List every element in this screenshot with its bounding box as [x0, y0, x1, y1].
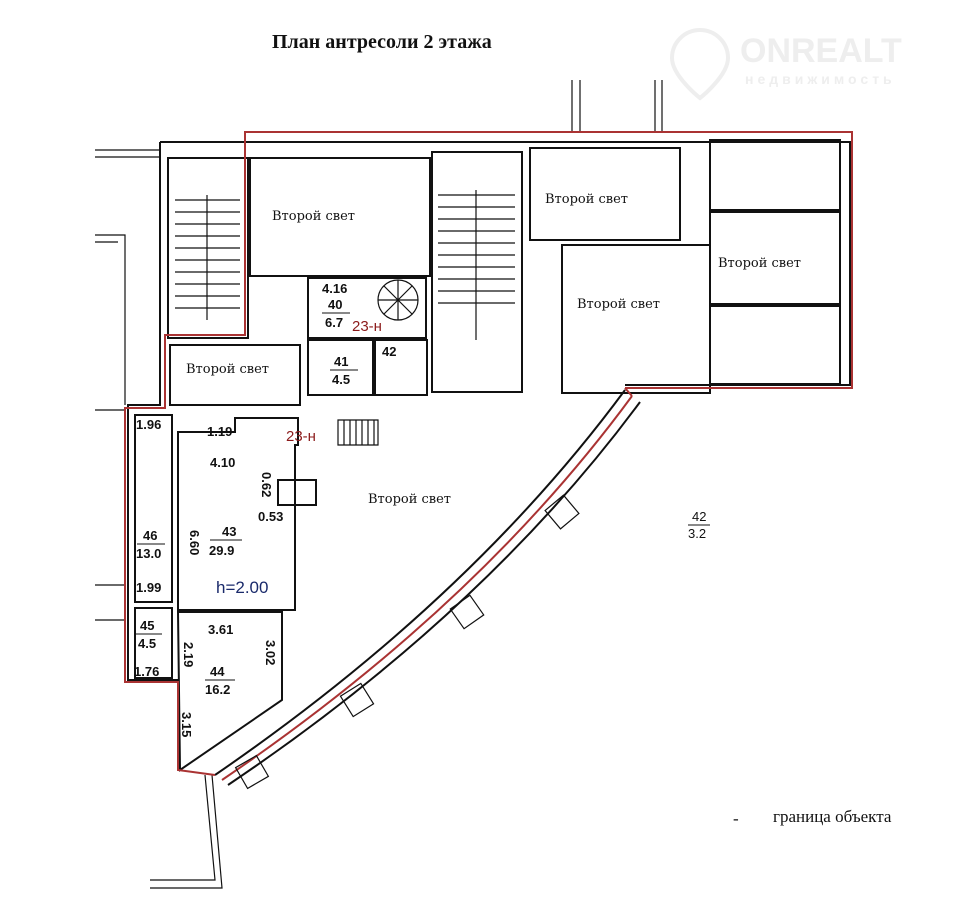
stairs [175, 190, 515, 446]
room-area: 3.2 [688, 526, 706, 541]
premise-mark: 23-н [352, 318, 382, 335]
second-light-labels: Второй свет Второй свет Второй свет Втор… [186, 192, 801, 507]
dimension: 4.16 [322, 281, 347, 296]
room-number: 45 [140, 618, 154, 633]
room-label: Второй свет [368, 492, 451, 507]
room-label: Второй свет [272, 209, 355, 224]
dimension: 1.19 [207, 424, 232, 439]
room-label: Второй свет [718, 256, 801, 271]
room-number: 43 [222, 524, 236, 539]
dimension: 0.53 [258, 509, 283, 524]
watermark-tagline: недвижимость [745, 71, 896, 87]
height-note: h=2.00 [216, 578, 268, 597]
room-area: 6.7 [325, 315, 343, 330]
room-label: Второй свет [186, 362, 269, 377]
legend-marker: - [733, 809, 739, 828]
walls [127, 139, 851, 772]
room-number: 42 [382, 344, 396, 359]
dimension: 1.99 [136, 580, 161, 595]
room-label: Второй свет [577, 297, 660, 312]
room-number: 40 [328, 297, 342, 312]
dimension: 6.60 [187, 530, 202, 555]
dimension: 3.15 [179, 712, 194, 737]
page-title: План антресоли 2 этажа [272, 31, 492, 53]
room-label: Второй свет [545, 192, 628, 207]
dimension: 2.19 [181, 642, 196, 667]
room-area: 16.2 [205, 682, 230, 697]
room-area: 29.9 [209, 543, 234, 558]
dimension: 1.96 [136, 417, 161, 432]
dimension: 0.62 [259, 472, 274, 497]
room-number: 41 [334, 354, 348, 369]
dimension: 3.02 [263, 640, 278, 665]
dimension: 3.61 [208, 622, 233, 637]
legend-text: граница объекта [773, 807, 892, 826]
legend: - граница объекта [733, 807, 892, 828]
room-area: 4.5 [332, 372, 350, 387]
watermark-brand: ONREALT [740, 32, 902, 70]
watermark-logo: ONREALT недвижимость [669, 27, 902, 101]
curved-wall [214, 389, 641, 790]
room-area: 4.5 [138, 636, 156, 651]
room-number: 44 [210, 664, 225, 679]
room-area: 13.0 [136, 546, 161, 561]
premise-mark: 23-н [286, 428, 316, 445]
room-number: 46 [143, 528, 157, 543]
context-walls [95, 80, 663, 889]
object-boundary [124, 131, 853, 776]
room-number: 42 [692, 509, 706, 524]
dimension: 1.76 [134, 664, 159, 679]
dimension: 4.10 [210, 455, 235, 470]
